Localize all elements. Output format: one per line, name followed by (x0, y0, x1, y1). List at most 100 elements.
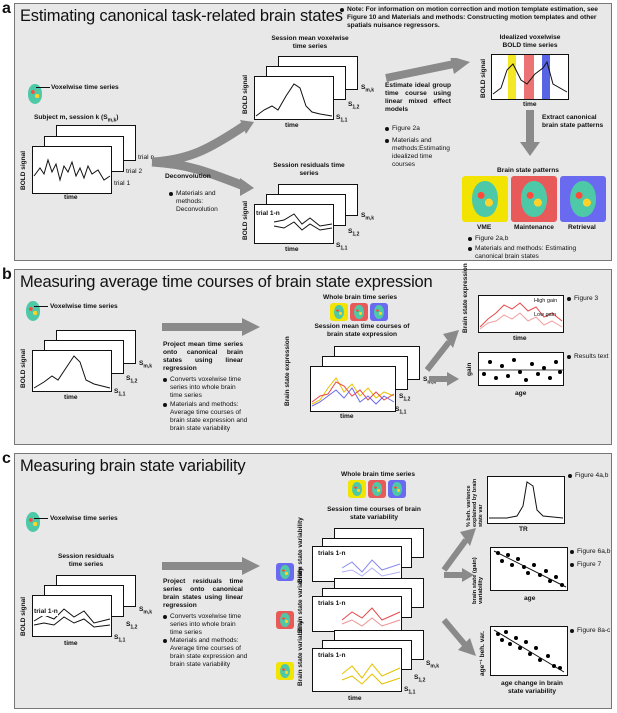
time-label-b: time (64, 394, 78, 401)
time-label-ideal: time (523, 101, 537, 108)
low-gain: Low gain (534, 312, 557, 318)
s-11-res: S1,1 (336, 242, 348, 252)
c-converts: Converts voxelwise time series into whol… (163, 613, 243, 637)
time-label: time (64, 194, 78, 201)
trials-blue: trials 1-n (318, 550, 346, 557)
arrow-down-extract (520, 110, 540, 156)
fig6-bullet: Figure 6a,b (570, 548, 610, 556)
session-mean-title: Session mean voxelwise time series (271, 35, 349, 50)
maintenance-label: Maintenance (514, 224, 554, 231)
res-signal (273, 213, 333, 231)
bse-s-12: S1,2 (399, 393, 411, 403)
c-trial-1n: trial 1-n (34, 608, 58, 616)
estimate-text: Estimate ideal group time course using l… (385, 82, 451, 113)
voxelwise-label: Voxelwise time series (51, 84, 119, 91)
yellow-card-front (312, 648, 402, 692)
bold-label-res: BOLD signal (242, 200, 249, 240)
bse-label-2: Brain state expression (462, 263, 469, 333)
c-project-text: Project residuals time series onto canon… (163, 578, 243, 609)
s-12-label: S1,2 (348, 101, 360, 111)
brain-b-maint (350, 303, 368, 321)
c-signal (33, 608, 111, 628)
fig7-bullet: Figure 7 (570, 561, 601, 569)
arrows-c-results (441, 528, 476, 656)
b-project-text: Project mean time series onto canonical … (163, 341, 243, 372)
idealized-signal (492, 60, 568, 95)
trials-yellow: trials 1-n (318, 652, 346, 659)
maint-band (524, 55, 534, 99)
extract-text: Extract canonical brain state patterns (542, 114, 604, 129)
mm-idealized-bullet: Materials and methods:Estimating idealiz… (385, 137, 450, 169)
bold-label-b: BOLD signal (20, 348, 27, 388)
panel-a-title: Estimating canonical task-related brain … (20, 7, 343, 25)
whole-brain-c: Whole brain time series (341, 471, 416, 478)
deconv-bullet: Materials and methods: Deconvolution (169, 190, 231, 214)
gain-label: gain (466, 362, 473, 376)
vme-band (508, 55, 516, 99)
pct-label: % beh. variance explained by brain state… (466, 478, 484, 527)
fig3-bullet: Figure 3 (567, 295, 598, 303)
age-beh-label: age⁻¹ beh. var. (479, 631, 486, 676)
session-residuals-c: Session residuals time series (57, 553, 115, 568)
c-s-12: S1,2 (126, 621, 138, 631)
bold-label: BOLD signal (20, 150, 27, 190)
bold-label-mean: BOLD signal (242, 74, 249, 114)
bold-label-ideal: BOLD signal (480, 58, 487, 98)
tr-signal (489, 481, 564, 519)
trial-signal (33, 158, 111, 182)
mean-signal (255, 83, 333, 117)
b-converts: Converts voxelwise time series into whol… (163, 376, 243, 400)
age-gain-plot (478, 352, 564, 386)
c-s-mk: Sm,k (139, 606, 153, 616)
brain-icon-c (20, 510, 46, 534)
split-arrows (151, 120, 254, 196)
fig8-bullet: Figure 8a-c (570, 627, 610, 635)
idealized-card (491, 54, 569, 100)
brain-c-vme (348, 480, 366, 498)
s-mk-label: Sm,k (361, 84, 375, 94)
bold-label-c: BOLD signal (20, 596, 27, 636)
panel-c-title: Measuring brain state variability (20, 457, 246, 475)
brain-c-maint (368, 480, 386, 498)
panel-c-letter: c (2, 450, 11, 467)
trial-n-label: trial n (138, 154, 155, 161)
panel-a-note: Note: For information on motion correcti… (340, 6, 608, 30)
brain-c-retr-small (276, 563, 294, 581)
retrieval-label: Retrieval (568, 224, 596, 231)
yellow-signal (341, 663, 401, 685)
gain-signal (479, 302, 563, 330)
pointer-line (36, 87, 50, 88)
time-label-res: time (285, 246, 299, 253)
panel-b-title: Measuring average time courses of brain … (20, 273, 433, 291)
brain-icon-b (20, 299, 46, 323)
whole-brain-b: Whole brain time series (323, 294, 398, 301)
arrows-b-results (425, 330, 459, 386)
time-label-bse: time (340, 413, 354, 420)
arrow-b-project (162, 318, 260, 336)
fig4-bullet: Figure 4a,b (568, 472, 608, 480)
brain-b-retr (370, 303, 388, 321)
age-gain-dots (478, 358, 564, 382)
gain-var-dots (493, 550, 567, 588)
brain-c-maint-small (276, 611, 294, 629)
bse-label: Brain state expression (284, 336, 291, 406)
time-label-gain: time (513, 335, 527, 342)
b-signal (33, 355, 111, 389)
b-mm: Materials and methods: Average time cour… (163, 401, 251, 433)
trial-1n-label: trial 1-n (256, 210, 280, 218)
age-label-b: age (515, 390, 527, 397)
bse-s-mk: Sm,k (423, 376, 437, 386)
brain-retr-icon (560, 176, 606, 222)
session-mean-expr: Session mean time courses of brain state… (314, 323, 410, 338)
brain-c-vme-small (276, 662, 294, 680)
deconvolution-label: Deconvolution (165, 173, 211, 180)
trials-red: trials 1-n (318, 600, 346, 607)
pointer-line-b (34, 306, 48, 307)
c-mm: Materials and methods: Average time cour… (163, 637, 251, 669)
blue-card-front (312, 546, 402, 582)
s-mk-res: Sm,k (361, 212, 375, 222)
var-s-11: S1,1 (404, 686, 416, 696)
trial-1-label: trial 1 (114, 180, 131, 187)
time-label-c: time (64, 640, 78, 647)
arrow-to-idealized (385, 58, 470, 82)
